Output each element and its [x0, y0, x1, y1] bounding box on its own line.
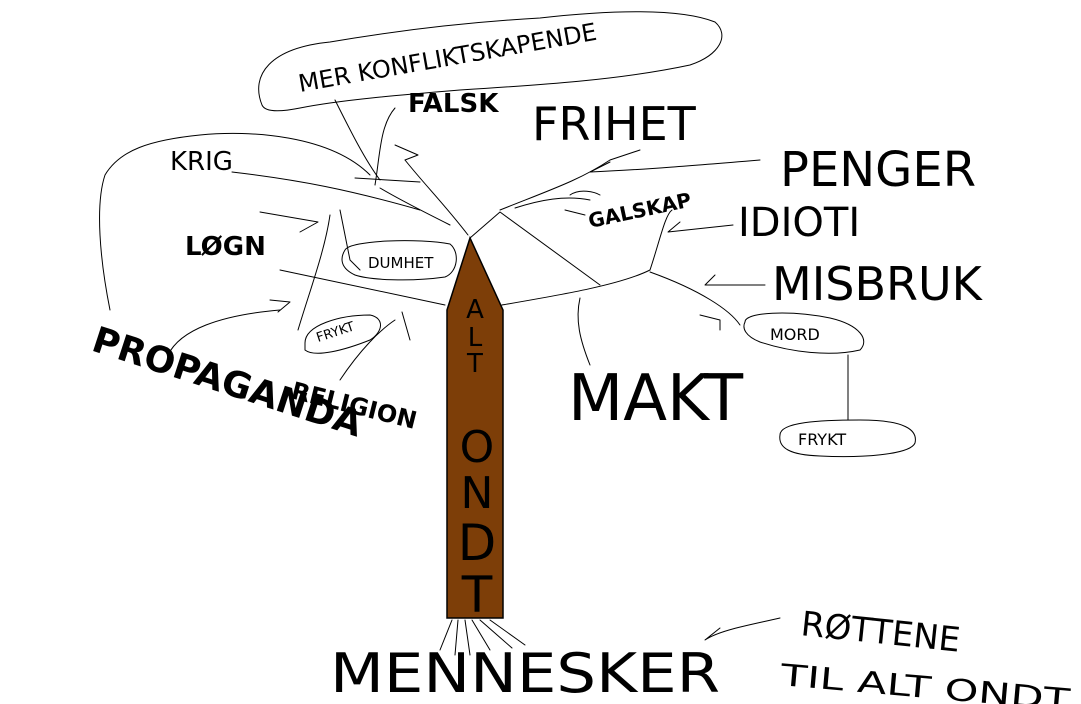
label-til-alt-ondt: TIL ALT ONDT [778, 658, 1072, 704]
label-mord: MORD [770, 325, 820, 344]
trunk-letter: A [466, 295, 484, 325]
label-frihet: FRIHET [532, 97, 697, 151]
trunk-letter: T [461, 566, 493, 624]
cloud-frykt-left [304, 314, 381, 354]
label-logn: LØGN [185, 232, 266, 262]
label-misbruk: MISBRUK [772, 257, 984, 311]
label-makt: MAKT [568, 362, 744, 436]
label-frykt-right: FRYKT [798, 430, 846, 449]
label-galskap: GALSKAP [586, 188, 693, 233]
cloud-dumhet [341, 240, 457, 281]
roots [439, 619, 526, 656]
trunk-letter: N [461, 468, 494, 519]
cloud-frykt-right [779, 419, 916, 458]
label-falsk: FALSK [408, 89, 499, 119]
trunk-letter: O [460, 422, 495, 473]
cloud-mer-konfliktskapende [258, 11, 723, 112]
label-rottene: RØTTENE [799, 604, 962, 660]
trunk-text: A L T O N D T [458, 295, 497, 624]
tree-trunk [446, 235, 504, 619]
label-krig: KRIG [170, 147, 233, 177]
trunk-letter: T [466, 349, 483, 379]
label-dumhet: DUMHET [368, 254, 434, 272]
label-mennesker: MENNESKER [330, 642, 720, 704]
trunk-letter: D [458, 514, 497, 572]
cloud-mord [743, 312, 865, 354]
branch-lines [99, 99, 849, 641]
trunk-letter: L [468, 323, 483, 353]
label-idioti: IDIOTI [738, 200, 860, 246]
label-penger: PENGER [780, 142, 976, 198]
